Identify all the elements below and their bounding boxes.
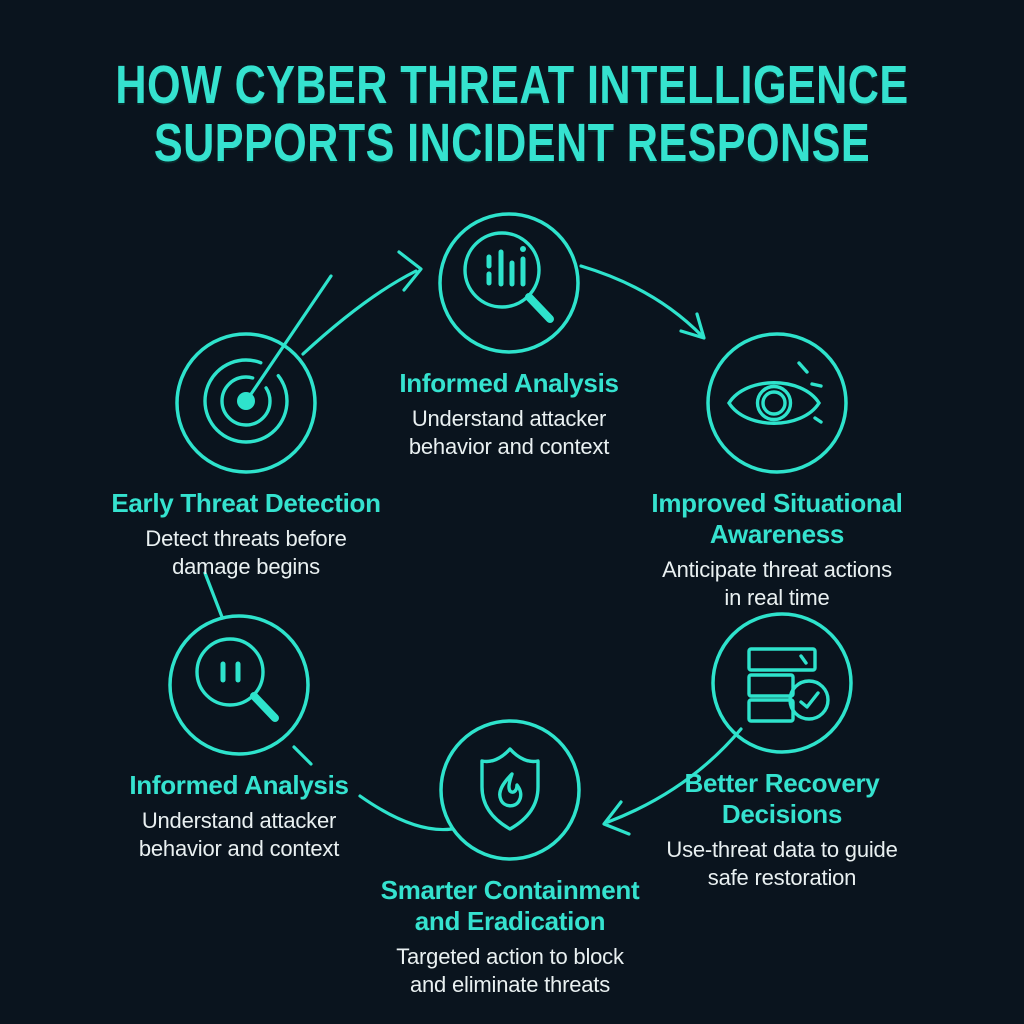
node-description: Detect threats before damage begins bbox=[145, 526, 347, 579]
page-title-line-2: SUPPORTS INCIDENT RESPONSE bbox=[153, 113, 871, 173]
node-informed-analysis-top: Informed Analysis Understand attacker be… bbox=[339, 208, 679, 461]
server-check-icon bbox=[711, 612, 853, 754]
radar-needle-line bbox=[245, 274, 333, 402]
arrow-analysis-to-awareness bbox=[579, 264, 706, 340]
node-smarter-containment-eradication: Smarter Containment and Eradication Targ… bbox=[330, 715, 690, 999]
node-description: Understand attacker behavior and context bbox=[408, 406, 610, 459]
node-title: Early Threat Detection bbox=[111, 488, 381, 518]
page-title-line-1: HOW CYBER THREAT INTELLIGENCE bbox=[115, 55, 909, 115]
node-title: Informed Analysis bbox=[399, 368, 619, 398]
connector-containment-to-left-analysis bbox=[292, 745, 454, 832]
magnifier-data-icon bbox=[438, 212, 580, 354]
node-title: Smarter Containment and Eradication bbox=[380, 875, 640, 936]
arrow-detection-to-analysis bbox=[301, 250, 423, 356]
node-title: Better Recovery Decisions bbox=[684, 768, 880, 829]
eye-icon bbox=[706, 332, 848, 474]
eye-spark-dashes bbox=[797, 361, 823, 424]
node-title: Informed Analysis bbox=[129, 770, 349, 800]
magnifier-pause-icon bbox=[168, 614, 310, 756]
node-description: Anticipate threat actions in real time bbox=[662, 557, 892, 610]
node-description: Targeted action to block and eliminate t… bbox=[396, 944, 624, 997]
node-better-recovery-decisions: Better Recovery Decisions Use-threat dat… bbox=[602, 608, 962, 892]
radar-target-icon bbox=[175, 332, 317, 474]
shield-flame-icon bbox=[439, 719, 581, 861]
node-early-threat-detection: Early Threat Detection Detect threats be… bbox=[66, 328, 426, 581]
arrow-recovery-to-containment bbox=[602, 727, 743, 836]
node-description: Use-threat data to guide safe restoratio… bbox=[666, 837, 898, 890]
node-informed-analysis-left: Informed Analysis Understand attacker be… bbox=[69, 610, 409, 863]
node-title: Improved Situational Awareness bbox=[651, 488, 903, 549]
node-description: Understand attacker behavior and context bbox=[138, 808, 340, 861]
connector-left-analysis-to-detection bbox=[203, 571, 224, 619]
page-title: HOW CYBER THREAT INTELLIGENCE SUPPORTS I… bbox=[0, 56, 1024, 172]
node-improved-situational-awareness: Improved Situational Awareness Anticipat… bbox=[597, 328, 957, 612]
